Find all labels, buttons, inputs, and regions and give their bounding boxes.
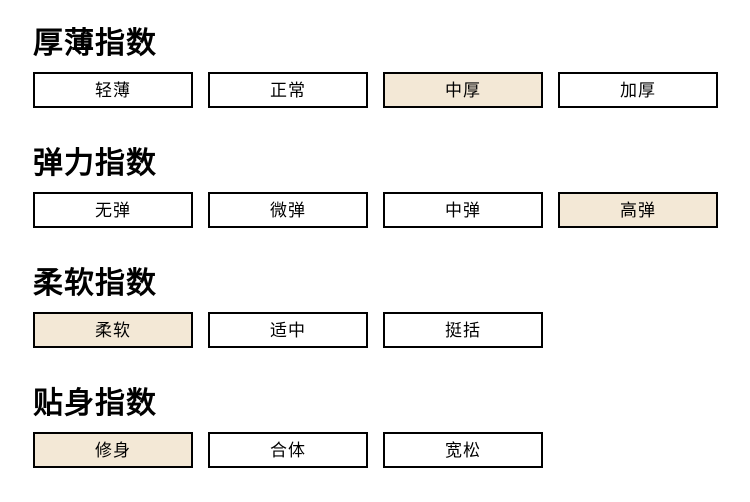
section-thickness-index: 厚薄指数 轻薄 正常 中厚 加厚 [33, 28, 718, 108]
option-button[interactable]: 轻薄 [33, 72, 193, 108]
options-row: 柔软 适中 挺括 [33, 312, 718, 348]
option-button[interactable]: 合体 [208, 432, 368, 468]
option-button[interactable]: 正常 [208, 72, 368, 108]
option-button[interactable]: 宽松 [383, 432, 543, 468]
section-title: 弹力指数 [33, 147, 157, 180]
section-title: 厚薄指数 [33, 27, 157, 60]
option-button[interactable]: 无弹 [33, 192, 193, 228]
section-title: 贴身指数 [33, 387, 157, 420]
option-button[interactable]: 中弹 [383, 192, 543, 228]
section-softness-index: 柔软指数 柔软 适中 挺括 [33, 268, 718, 348]
option-button[interactable]: 微弹 [208, 192, 368, 228]
options-row: 轻薄 正常 中厚 加厚 [33, 72, 718, 108]
section-fit-index: 贴身指数 修身 合体 宽松 [33, 388, 718, 468]
option-button[interactable]: 挺括 [383, 312, 543, 348]
option-button[interactable]: 中厚 [383, 72, 543, 108]
section-title: 柔软指数 [33, 267, 157, 300]
option-button[interactable]: 高弹 [558, 192, 718, 228]
options-row: 修身 合体 宽松 [33, 432, 718, 468]
options-row: 无弹 微弹 中弹 高弹 [33, 192, 718, 228]
option-button[interactable]: 加厚 [558, 72, 718, 108]
option-button[interactable]: 柔软 [33, 312, 193, 348]
option-button[interactable]: 适中 [208, 312, 368, 348]
option-button[interactable]: 修身 [33, 432, 193, 468]
section-elasticity-index: 弹力指数 无弹 微弹 中弹 高弹 [33, 148, 718, 228]
